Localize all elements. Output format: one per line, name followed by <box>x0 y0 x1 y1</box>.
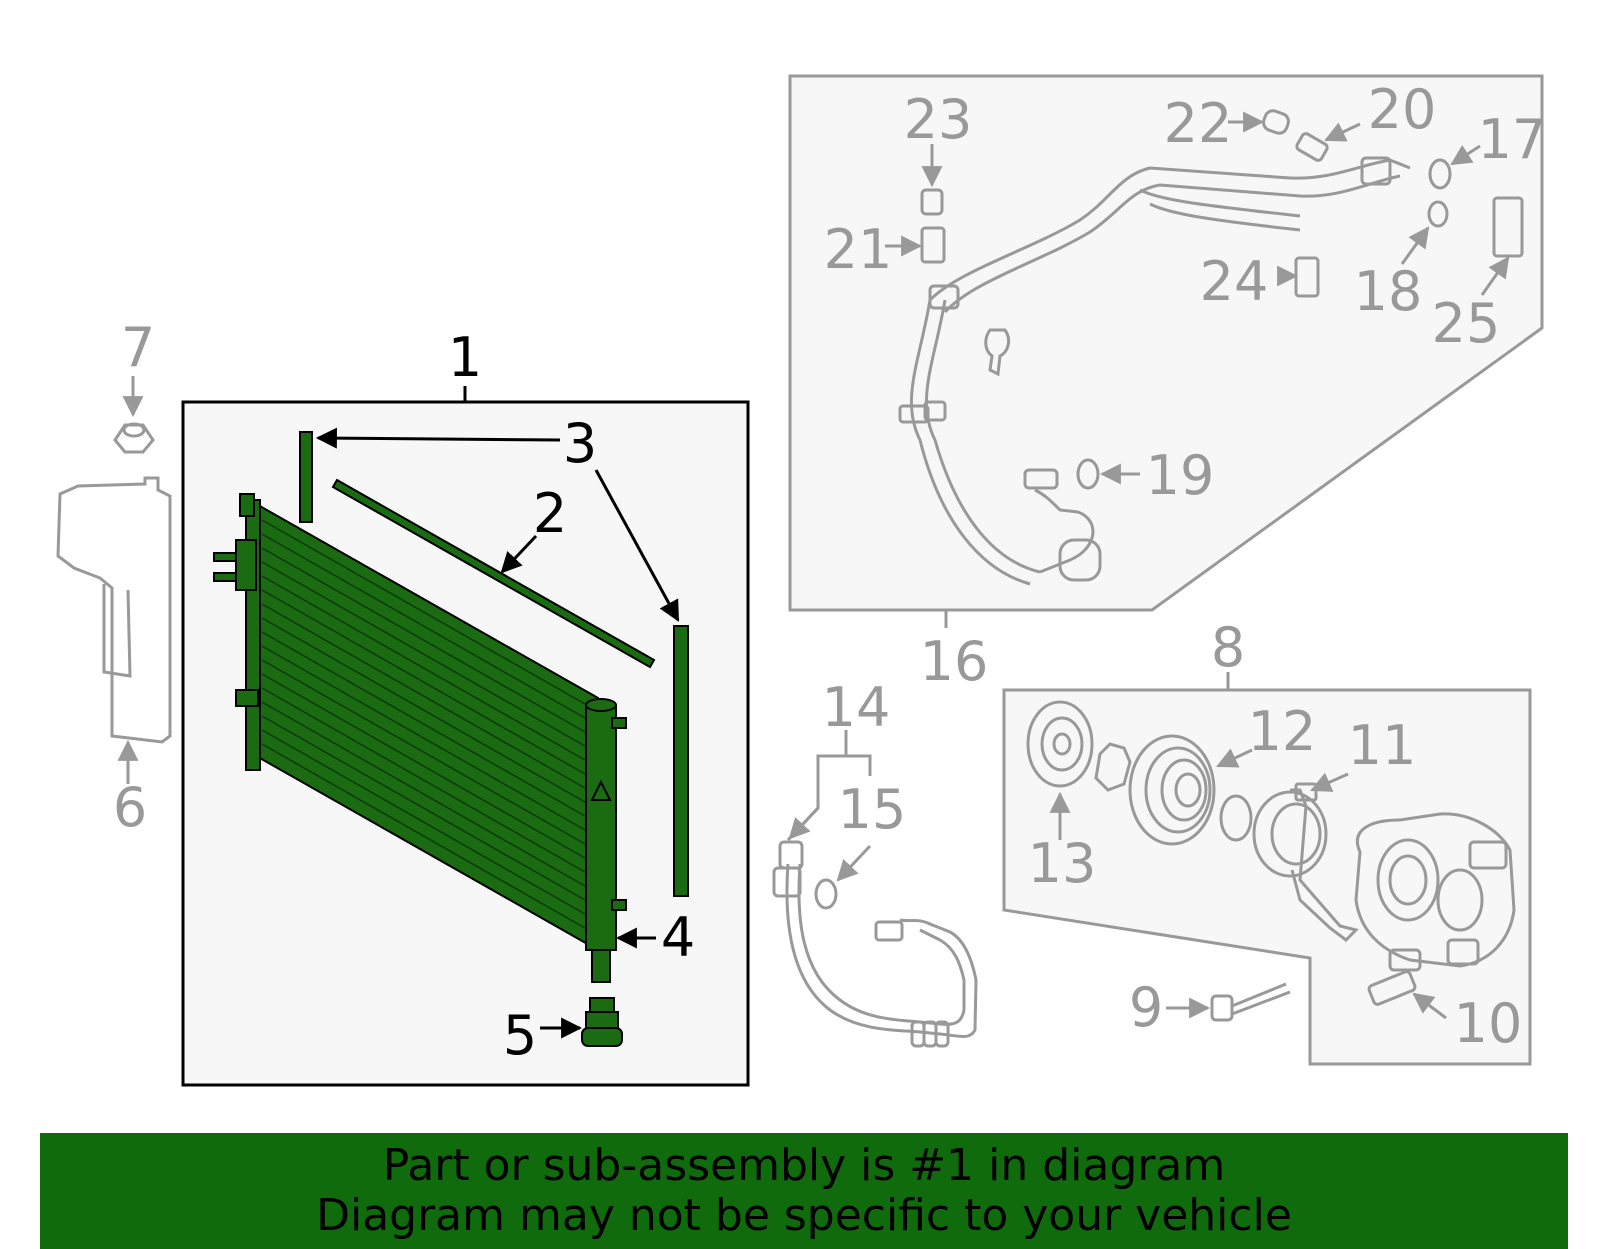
seal-vertical-right <box>673 625 689 897</box>
leaders-suction <box>786 730 872 882</box>
callout-7: 7 <box>121 316 155 379</box>
callout-10: 10 <box>1454 992 1523 1055</box>
leaders-hoses <box>885 111 1510 485</box>
leaders-compressor <box>1049 748 1447 1020</box>
callout-2: 2 <box>533 482 567 545</box>
condenser-core <box>213 493 627 983</box>
callout-14: 14 <box>822 676 891 739</box>
callout-25: 25 <box>1432 292 1501 355</box>
banner-line-2: Diagram may not be specific to your vehi… <box>316 1190 1292 1241</box>
callout-3: 3 <box>563 412 597 475</box>
air-guide-panel <box>56 476 172 744</box>
callout-20: 20 <box>1368 78 1437 141</box>
hose-assembly-box <box>788 74 1544 628</box>
callout-8: 8 <box>1211 616 1245 679</box>
callout-13: 13 <box>1028 832 1097 895</box>
callout-12: 12 <box>1248 700 1317 763</box>
callout-22: 22 <box>1164 92 1233 155</box>
callout-11: 11 <box>1348 714 1417 777</box>
banner-line-1: Part or sub-assembly is #1 in diagram <box>382 1140 1226 1191</box>
nut <box>113 422 155 454</box>
suction-line <box>772 840 978 1048</box>
callout-9: 9 <box>1129 976 1163 1039</box>
callout-6: 6 <box>113 776 147 839</box>
hose-small-parts <box>920 109 1524 490</box>
callouts: 1 2 3 4 5 6 7 8 9 10 11 12 13 14 15 16 1… <box>113 78 1547 1067</box>
parts-diagram: 1 2 3 4 5 6 7 8 9 10 11 12 13 14 15 16 1… <box>56 74 1547 1087</box>
leaders-left <box>117 376 144 784</box>
leaders-main <box>315 427 680 1039</box>
discharge-hose <box>898 156 1411 586</box>
drier-plug <box>581 997 623 1047</box>
notice-banner: Part or sub-assembly is #1 in diagram Di… <box>40 1133 1568 1249</box>
callout-5: 5 <box>503 1004 537 1067</box>
callout-4: 4 <box>661 906 695 969</box>
callout-24: 24 <box>1200 250 1269 313</box>
compressor-parts <box>1026 700 1516 1022</box>
callout-18: 18 <box>1354 260 1423 323</box>
callout-23: 23 <box>904 88 973 151</box>
callout-17: 17 <box>1478 108 1547 171</box>
callout-15: 15 <box>838 778 907 841</box>
seal-diagonal <box>331 478 656 669</box>
seal-vertical-left <box>299 431 313 523</box>
callout-21: 21 <box>824 218 893 281</box>
callout-19: 19 <box>1146 444 1215 507</box>
callout-16: 16 <box>920 630 989 693</box>
callout-1: 1 <box>448 326 482 389</box>
